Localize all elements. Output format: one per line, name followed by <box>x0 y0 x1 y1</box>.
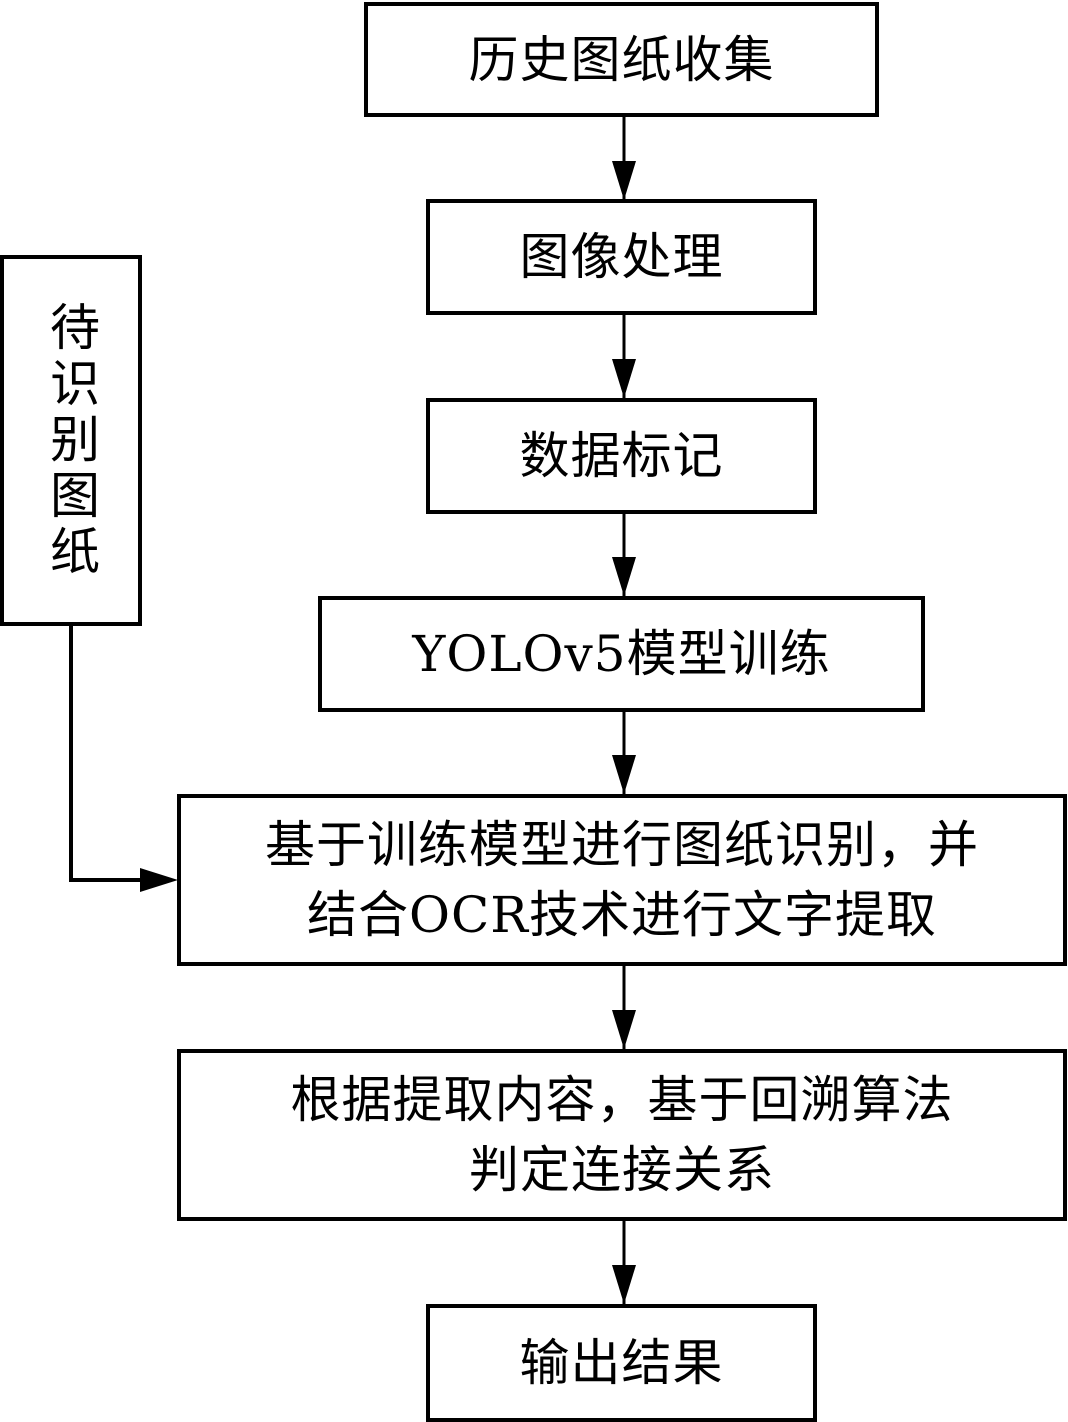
node-label: 输出结果 <box>519 1334 724 1392</box>
arrowhead-n1-to-n2 <box>612 161 636 200</box>
arrowhead-n4-to-n5 <box>612 755 636 794</box>
input-drawings-to-recognize: 待识别图纸 <box>0 255 142 626</box>
node-label: 待识别图纸 <box>42 300 100 581</box>
step-output-result: 输出结果 <box>426 1304 817 1422</box>
step-backtracking-connection: 根据提取内容，基于回溯算法 判定连接关系 <box>177 1049 1067 1221</box>
step-drawing-recognition-ocr: 基于训练模型进行图纸识别，并 结合OCR技术进行文字提取 <box>177 794 1067 966</box>
arrowhead-n5-to-n6 <box>612 1010 636 1049</box>
step-image-processing: 图像处理 <box>426 199 817 315</box>
node-label: 历史图纸收集 <box>468 30 775 89</box>
arrowhead-n2-to-n3 <box>612 359 636 398</box>
arrow-side-to-n5 <box>69 626 140 882</box>
node-label: 基于训练模型进行图纸识别，并 结合OCR技术进行文字提取 <box>265 816 979 944</box>
step-data-labeling: 数据标记 <box>426 398 817 514</box>
step-history-drawing-collection: 历史图纸收集 <box>364 2 879 117</box>
arrowhead-n3-to-n4 <box>612 557 636 596</box>
arrowhead-side-to-n5 <box>140 868 178 892</box>
arrowhead-n6-to-n7 <box>612 1265 636 1304</box>
node-label: 图像处理 <box>519 228 724 286</box>
node-label: 数据标记 <box>519 427 724 485</box>
step-yolov5-training: YOLOv5模型训练 <box>318 596 925 712</box>
node-label: YOLOv5模型训练 <box>412 625 831 683</box>
node-label: 根据提取内容，基于回溯算法 判定连接关系 <box>290 1071 954 1199</box>
